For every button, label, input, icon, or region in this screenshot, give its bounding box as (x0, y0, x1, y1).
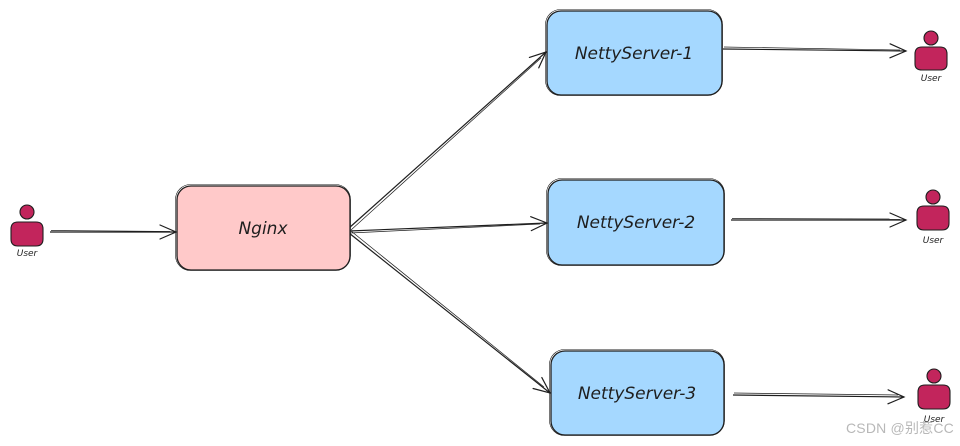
user3-label: User (924, 415, 946, 425)
server1-node[interactable]: NettyServer-1 (545, 9, 723, 96)
edges (50, 43, 908, 405)
user2-label: User (923, 236, 945, 246)
nginx-box (176, 185, 351, 271)
client-user-label: User (17, 249, 39, 259)
user1-label: User (921, 74, 943, 84)
server1-label: NettyServer-1 (575, 44, 693, 64)
user-icon (917, 368, 951, 410)
server3-node[interactable]: NettyServer-3 (549, 349, 725, 436)
server3-label: NettyServer-3 (578, 384, 696, 404)
edge-nginx-to-server1-sketch (350, 57, 542, 231)
edge-server1-to-user1 (722, 43, 908, 59)
user-icon (914, 30, 948, 71)
edge-nginx-to-server2 (348, 216, 549, 232)
server1-box-sketch (545, 9, 723, 96)
user2[interactable]: User (916, 189, 950, 246)
user-icon (916, 189, 950, 231)
edge-user-to-nginx-sketch (50, 230, 171, 232)
edge-nginx-to-server1 (348, 51, 548, 229)
user3[interactable]: User (917, 368, 951, 425)
server1-box (546, 10, 723, 96)
nginx-label: Nginx (238, 219, 288, 239)
edge-server1-to-user1-sketch (723, 46, 901, 51)
server2-label: NettyServer-2 (577, 213, 695, 233)
server2-box-sketch (546, 178, 725, 266)
edge-nginx-to-server3 (348, 232, 552, 394)
server3-box-sketch (549, 349, 725, 436)
edge-server3-to-user3 (732, 389, 906, 405)
nginx-node[interactable]: Nginx (175, 184, 351, 271)
nginx-box-sketch (175, 184, 351, 271)
server2-node[interactable]: NettyServer-2 (546, 178, 725, 266)
server2-box (547, 179, 725, 266)
server3-box (550, 350, 725, 436)
user1[interactable]: User (914, 30, 948, 84)
edge-nginx-to-server3-sketch (350, 230, 545, 388)
csdn-watermark: CSDN @别惹CC (846, 420, 954, 436)
edge-server3-to-user3-sketch (733, 392, 899, 396)
client-user[interactable]: User (10, 204, 44, 259)
user-icon (10, 204, 44, 247)
edge-nginx-to-server2-sketch (349, 223, 541, 234)
edge-server2-to-user2-sketch (731, 218, 901, 220)
